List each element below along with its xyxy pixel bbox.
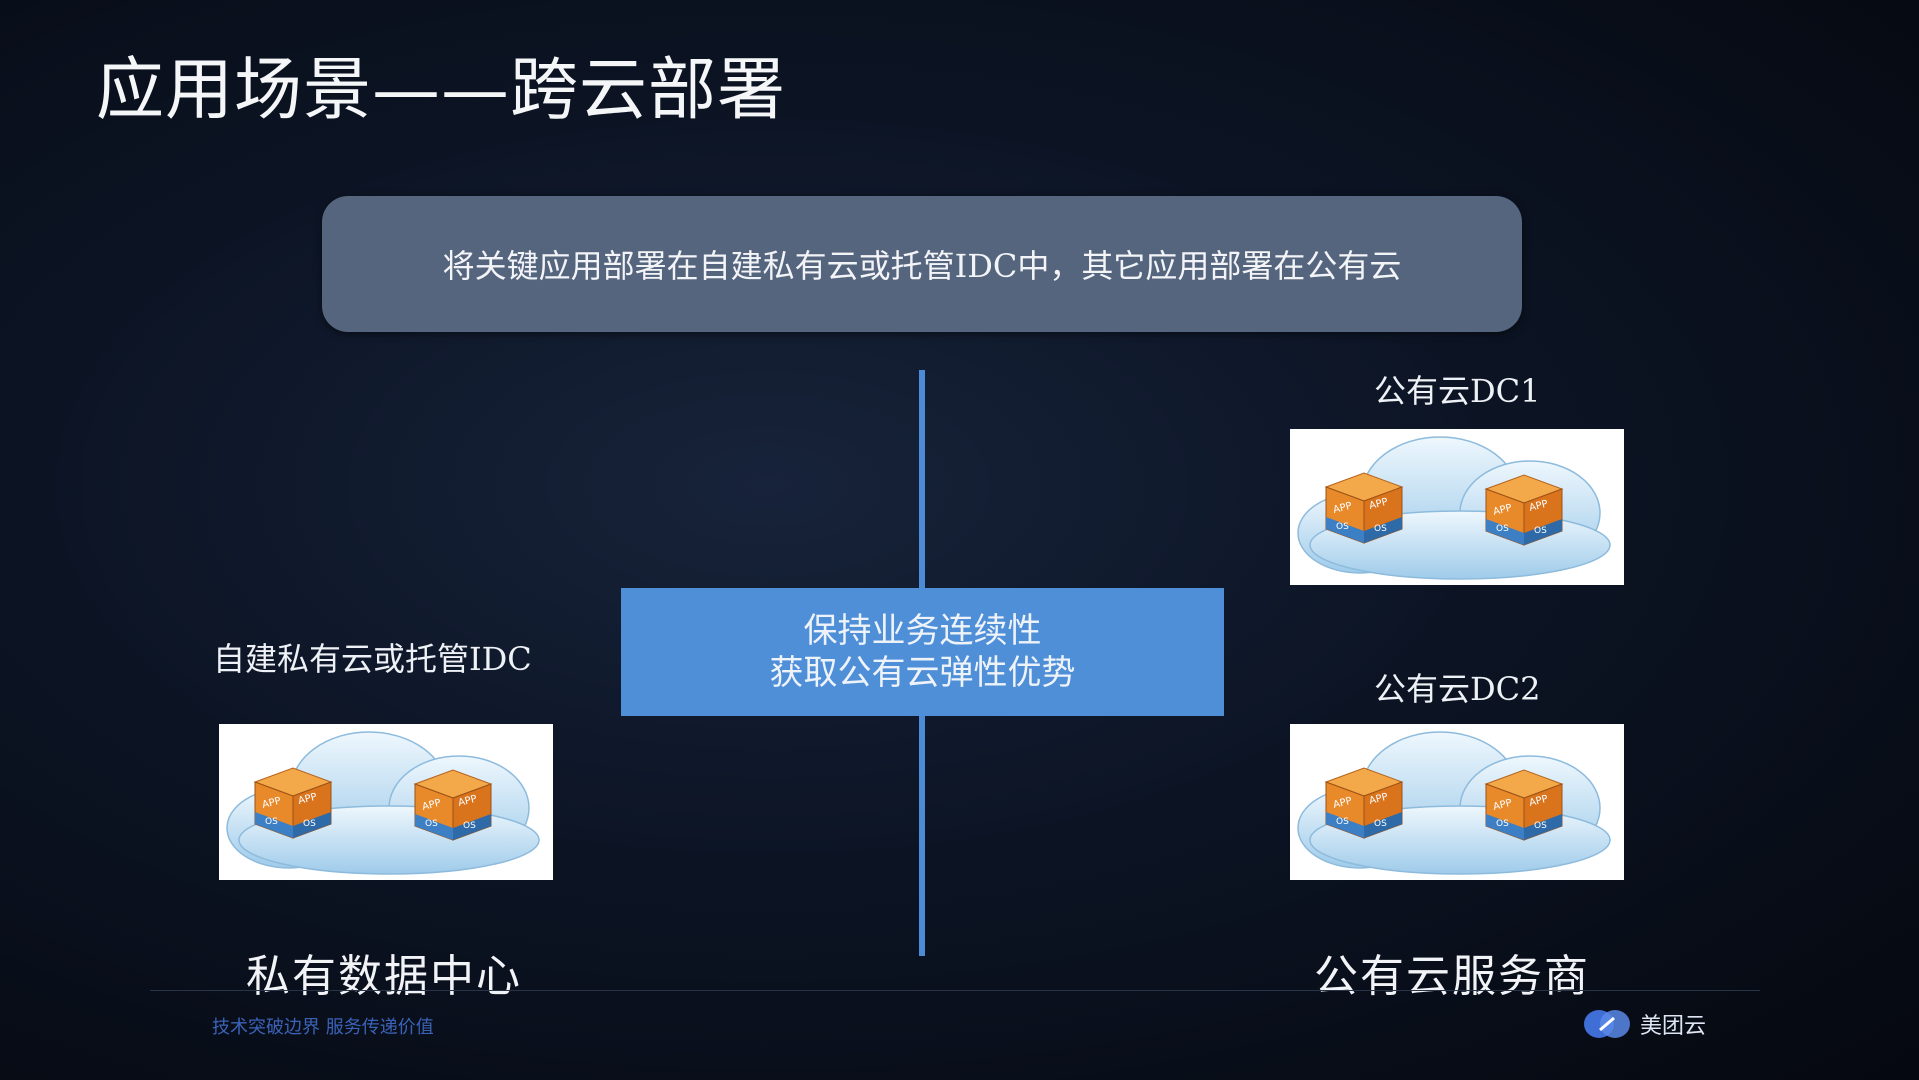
svg-text:OS: OS xyxy=(303,819,316,829)
footer-slogan: 技术突破边界 服务传递价值 xyxy=(212,1017,434,1038)
svg-text:OS: OS xyxy=(265,817,278,827)
public-dc1-cloud-icon: APP APP OS OS APP APP OS OS xyxy=(1290,429,1624,585)
svg-text:OS: OS xyxy=(1336,522,1349,532)
public-dc1-label: 公有云DC1 xyxy=(1374,372,1541,410)
public-cloud-provider-label: 公有云服务商 xyxy=(1314,951,1590,1002)
private-cloud-label: 自建私有云或托管IDC xyxy=(213,640,532,678)
svg-text:OS: OS xyxy=(1534,821,1547,831)
footer-divider xyxy=(150,990,1760,991)
svg-text:APP: APP xyxy=(457,794,478,809)
svg-text:OS: OS xyxy=(1374,524,1387,534)
svg-text:APP: APP xyxy=(297,792,318,807)
connector-line-bottom xyxy=(919,716,925,956)
svg-text:APP: APP xyxy=(1492,798,1513,813)
svg-text:OS: OS xyxy=(425,819,438,829)
brand-logo: 美团云 xyxy=(1582,1008,1706,1040)
center-box-line1: 保持业务连续性 xyxy=(803,610,1042,651)
svg-text:OS: OS xyxy=(1534,526,1547,536)
private-cloud-icon: APP APP OS OS APP APP OS OS xyxy=(219,724,553,880)
svg-text:APP: APP xyxy=(1332,501,1353,516)
svg-text:OS: OS xyxy=(1496,819,1509,829)
public-dc2-label: 公有云DC2 xyxy=(1374,670,1541,708)
svg-text:APP: APP xyxy=(261,796,282,811)
app-os-box-icon: APP APP OS OS xyxy=(1484,474,1564,546)
svg-text:OS: OS xyxy=(1374,819,1387,829)
app-os-box-icon: APP APP OS OS xyxy=(413,769,493,841)
app-os-box-icon: APP APP OS OS xyxy=(1324,472,1404,544)
svg-text:APP: APP xyxy=(1332,796,1353,811)
connector-line-top xyxy=(919,370,925,588)
svg-text:APP: APP xyxy=(421,798,442,813)
private-datacenter-label: 私有数据中心 xyxy=(246,951,522,1002)
svg-text:APP: APP xyxy=(1528,794,1549,809)
svg-text:APP: APP xyxy=(1368,792,1389,807)
logo-text: 美团云 xyxy=(1640,1014,1707,1039)
app-os-box-icon: APP APP OS OS xyxy=(1484,769,1564,841)
svg-text:APP: APP xyxy=(1368,497,1389,512)
svg-text:APP: APP xyxy=(1492,503,1513,518)
center-box: 保持业务连续性 获取公有云弹性优势 xyxy=(621,588,1224,716)
meituan-cloud-logo-icon xyxy=(1584,1010,1630,1038)
app-os-box-icon: APP APP OS OS xyxy=(253,767,333,839)
public-dc2-cloud-icon: APP APP OS OS APP APP OS OS xyxy=(1290,724,1624,880)
svg-text:OS: OS xyxy=(463,821,476,831)
center-box-line2: 获取公有云弹性优势 xyxy=(769,653,1076,693)
slide-title: 应用场景——跨云部署 xyxy=(96,51,787,130)
svg-text:APP: APP xyxy=(1528,499,1549,514)
banner-text: 将关键应用部署在自建私有云或托管IDC中，其它应用部署在公有云 xyxy=(442,247,1402,285)
svg-text:OS: OS xyxy=(1496,524,1509,534)
svg-text:OS: OS xyxy=(1336,817,1349,827)
banner: 将关键应用部署在自建私有云或托管IDC中，其它应用部署在公有云 xyxy=(322,196,1522,332)
app-os-box-icon: APP APP OS OS xyxy=(1324,767,1404,839)
